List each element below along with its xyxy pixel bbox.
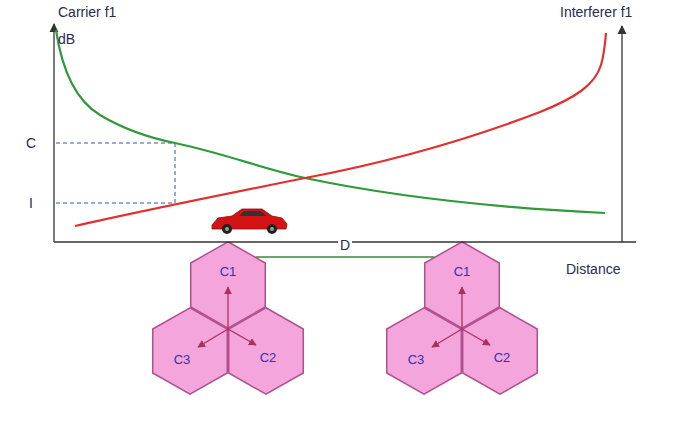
cell-label: C1: [220, 264, 237, 279]
cell-label: C2: [494, 350, 511, 365]
interferer-level-line: [56, 203, 175, 204]
axis-label: Interferer f1: [560, 4, 632, 21]
axis-label: dB: [58, 31, 75, 48]
hexagon-shape: [229, 308, 304, 395]
distance-label: D: [338, 237, 352, 253]
cell-hexagon: C1: [424, 241, 500, 329]
cell-hexagon: C3: [152, 307, 228, 395]
cell-hexagon: C3: [386, 307, 462, 395]
sector-arrow: [461, 287, 462, 329]
sector-arrow: [227, 287, 228, 329]
hexagon-shape: [153, 308, 228, 395]
axis-label: Distance: [566, 261, 620, 278]
carrier-curve: [56, 30, 605, 213]
interferer-curve: [75, 33, 606, 226]
car-icon: [212, 209, 287, 234]
axis-label: I: [29, 195, 33, 212]
cell-label: C3: [408, 352, 425, 367]
cell-label: C3: [174, 352, 191, 367]
carrier-level-line: [56, 143, 175, 144]
hexagon-outline: [424, 241, 500, 329]
hexagon-outline: [190, 241, 266, 329]
cell-label: C2: [260, 350, 277, 365]
axis-label: Carrier f1: [58, 4, 116, 21]
ratio-line: [175, 143, 176, 203]
cell-hexagon: C1: [190, 241, 266, 329]
hexagon-shape: [387, 308, 462, 395]
cell-hexagon: C2: [228, 307, 304, 395]
cell-label: C1: [454, 264, 471, 279]
hexagon-outline: [152, 307, 228, 395]
axis-label: C: [26, 135, 36, 152]
left-axis: [53, 24, 54, 242]
reuse-distance-line: [256, 256, 435, 257]
hexagon-shape: [463, 308, 538, 395]
hexagon-outline: [386, 307, 462, 395]
cell-hexagon: C2: [462, 307, 538, 395]
right-axis: [621, 26, 622, 242]
